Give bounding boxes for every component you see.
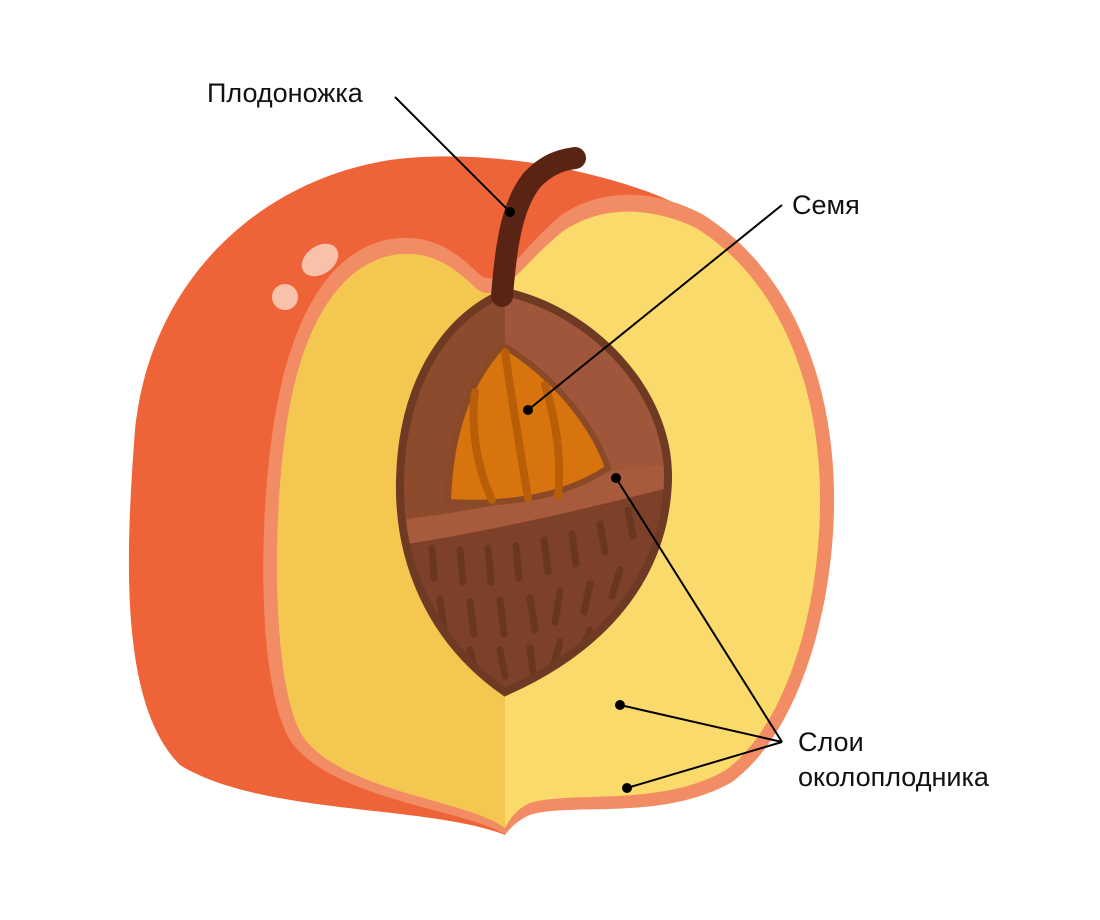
pointer-dot: [505, 207, 515, 217]
leader-line-pericarp: [615, 477, 783, 743]
label-pericarp-line2: околоплодника: [798, 762, 989, 792]
pointer-dot: [622, 783, 632, 793]
leader-line-pericarp: [619, 704, 783, 743]
pointer-dot: [611, 473, 621, 483]
label-stem: Плодоножка: [207, 78, 363, 108]
seed-shape: [444, 341, 612, 506]
highlight-shape: [301, 243, 339, 277]
peach-pit: [395, 287, 673, 697]
stem-shape: [491, 147, 586, 307]
leader-line-stem: [394, 96, 511, 213]
label-pericarp-line1: Слои: [798, 727, 864, 757]
highlight-shape: [272, 284, 298, 310]
pointer-dot: [523, 405, 533, 415]
pointer-dot: [615, 700, 625, 710]
leader-line-pericarp: [626, 741, 783, 789]
label-seed: Семя: [792, 190, 860, 220]
leader-line-seed: [527, 204, 783, 411]
